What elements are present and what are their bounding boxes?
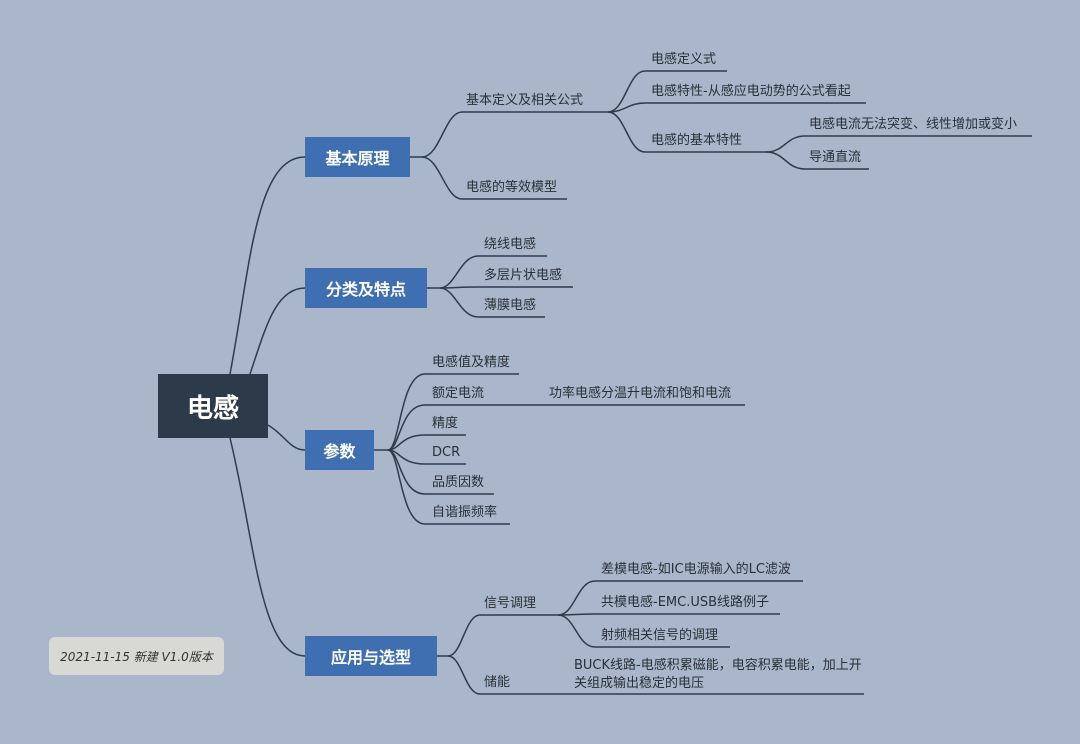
edge-n1c-n1c1 bbox=[765, 135, 1032, 153]
edge-b4-n13 bbox=[447, 655, 864, 695]
edge-n1-n1b bbox=[607, 102, 866, 113]
edge-root-b3 bbox=[267, 424, 306, 451]
node-rated-current[interactable]: 额定电流 bbox=[432, 386, 485, 401]
node-basic-properties[interactable]: 电感的基本特性 bbox=[651, 133, 743, 148]
edge-root-b4 bbox=[229, 437, 306, 657]
edge-b3-n7 bbox=[387, 404, 745, 451]
edge-root-b1 bbox=[229, 156, 306, 375]
node-definition-formula[interactable]: 基本定义及相关公式 bbox=[466, 93, 584, 108]
edge-n12-n12a bbox=[557, 580, 803, 616]
node-energy-storage[interactable]: 储能 bbox=[484, 675, 511, 690]
node-differential-inductor[interactable]: 差模电感-如IC电源输入的LC滤波 bbox=[601, 562, 791, 577]
node-buck-circuit[interactable]: BUCK线路-电感积累磁能，电容积累电能，加上开关组成输出稳定的电压 bbox=[574, 658, 862, 691]
branch-application[interactable]: 应用与选型 bbox=[305, 636, 437, 676]
node-quality-factor[interactable]: 品质因数 bbox=[432, 475, 485, 490]
node-multilayer-inductor[interactable]: 多层片状电感 bbox=[484, 268, 563, 283]
edge-n1c-n1c2 bbox=[765, 151, 869, 170]
node-rf-conditioning[interactable]: 射频相关信号的调理 bbox=[601, 628, 719, 643]
version-note: 2021-11-15 新建 V1.0版本 bbox=[49, 637, 224, 675]
node-wound-inductor[interactable]: 绕线电感 bbox=[484, 237, 537, 252]
node-common-mode-inductor[interactable]: 共模电感-EMC.USB线路例子 bbox=[601, 595, 770, 610]
node-thin-film-inductor[interactable]: 薄膜电感 bbox=[484, 298, 537, 313]
node-signal-conditioning[interactable]: 信号调理 bbox=[484, 596, 537, 611]
edge-n1-n1c bbox=[607, 111, 766, 153]
node-rated-current-detail[interactable]: 功率电感分温升电流和饱和电流 bbox=[549, 386, 732, 401]
edge-b3-n11 bbox=[387, 449, 510, 525]
edge-n12-n12c bbox=[557, 614, 730, 648]
node-pass-dc[interactable]: 导通直流 bbox=[809, 150, 862, 165]
node-inductance-definition[interactable]: 电感定义式 bbox=[651, 52, 717, 67]
edge-b2-n5 bbox=[439, 287, 545, 318]
node-inductance-value[interactable]: 电感值及精度 bbox=[432, 355, 511, 370]
edge-b3-n8 bbox=[387, 434, 466, 451]
edge-root-b2 bbox=[249, 287, 306, 375]
branch-parameters[interactable]: 参数 bbox=[305, 430, 374, 470]
node-equivalent-model[interactable]: 电感的等效模型 bbox=[466, 180, 558, 195]
node-inductance-emf[interactable]: 电感特性-从感应电动势的公式看起 bbox=[651, 84, 851, 99]
edge-b1-n2 bbox=[421, 156, 567, 200]
edge-n12-n12b bbox=[557, 613, 780, 616]
node-dcr[interactable]: DCR bbox=[432, 445, 461, 460]
root-node[interactable]: 电感 bbox=[158, 374, 268, 438]
node-accuracy[interactable]: 精度 bbox=[432, 416, 459, 431]
edge-b2-n4 bbox=[439, 286, 573, 289]
edge-n1-n1a bbox=[607, 70, 727, 113]
branch-classification[interactable]: 分类及特点 bbox=[305, 268, 427, 308]
edge-b1-n1 bbox=[410, 111, 608, 158]
branch-basic-principle[interactable]: 基本原理 bbox=[305, 137, 410, 177]
node-self-resonant-freq[interactable]: 自谐振频率 bbox=[432, 505, 498, 520]
edge-b4-n12 bbox=[437, 614, 558, 657]
node-current-no-jump[interactable]: 电感电流无法突变、线性增加或变小 bbox=[809, 117, 1018, 132]
